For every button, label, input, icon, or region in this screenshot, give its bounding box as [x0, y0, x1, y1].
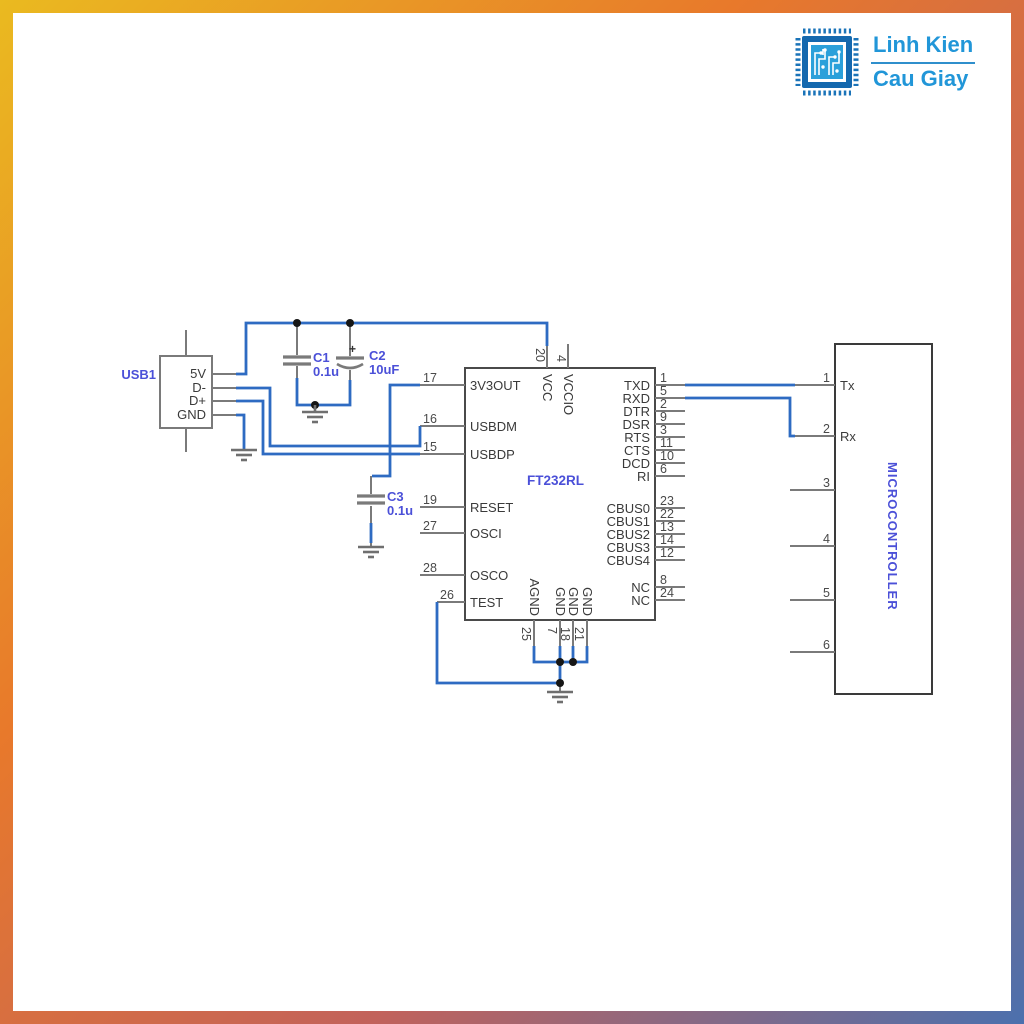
ic-pinnum-18: 18 [558, 627, 572, 641]
usb-ref-label: USB1 [121, 367, 156, 382]
ic-pin-cbus1: CBUS1 [607, 514, 650, 529]
chip-icon [795, 28, 859, 96]
mcu-label: MICROCONTROLLER [885, 462, 900, 611]
ic-pinnum-27: 27 [423, 519, 437, 533]
ic-pinnum-24: 24 [660, 586, 674, 600]
mcu-pinnum-4: 4 [823, 532, 830, 546]
ic-pinnum-13: 13 [660, 520, 674, 534]
ic-pinnum-22: 22 [660, 507, 674, 521]
ic-pinnum-17: 17 [423, 371, 437, 385]
ic-pinnum-20: 20 [533, 348, 547, 362]
ic-pin-usbdp: USBDP [470, 447, 515, 462]
mcu-pinnum-6: 6 [823, 638, 830, 652]
ic-pinnum-6: 6 [660, 462, 667, 476]
c2-polarity: + [349, 342, 356, 356]
ic-pin-test: TEST [470, 595, 503, 610]
wire-rxd [685, 396, 795, 438]
brand-line1: Linh Kien [871, 33, 976, 64]
ic-pin-cbus4: CBUS4 [607, 553, 650, 568]
wire-usbdp [236, 399, 420, 456]
ic-pin-osco: OSCO [470, 568, 508, 583]
ic-pinnum-19: 19 [423, 493, 437, 507]
usb-pin-dminus: D- [192, 380, 206, 395]
ic-pinnum-10: 10 [660, 449, 674, 463]
c1-value: 0.1u [313, 364, 339, 379]
ic-pin-dtr: DTR [623, 404, 650, 419]
mcu-pinnum-3: 3 [823, 476, 830, 490]
ic-pin-ri: RI [637, 469, 650, 484]
ic-pin-nc2: NC [631, 593, 650, 608]
c2-value: 10uF [369, 362, 399, 377]
ic-pin-stubs [420, 344, 685, 692]
ic-pinnum-1: 1 [660, 371, 667, 385]
ic-pin-gnd21: GND [580, 587, 595, 616]
ic-pin-vcc: VCC [540, 374, 555, 401]
wire-usbdm [236, 386, 422, 448]
ic-pinnum-7: 7 [545, 627, 559, 634]
wire-3v3out [372, 383, 420, 478]
wire-cap-gnd [295, 378, 352, 407]
ic-pinnum-28: 28 [423, 561, 437, 575]
ic-pinnum-21: 21 [572, 627, 586, 641]
brand-line2: Cau Giay [873, 65, 969, 91]
ic-pin-rts: RTS [624, 430, 650, 445]
gray-leads [159, 323, 385, 547]
ic-pin-usbdm: USBDM [470, 419, 517, 434]
junction-dots [293, 319, 577, 687]
mcu-pin-tx: Tx [840, 378, 855, 393]
brand-logo: Linh Kien Cau Giay [795, 27, 976, 97]
ic-pin-cbus2: CBUS2 [607, 527, 650, 542]
ic-body [464, 367, 656, 621]
ic-pinnum-16: 16 [423, 412, 437, 426]
usb-pin-gnd: GND [177, 407, 206, 422]
mcu-pinnum-1: 1 [823, 371, 830, 385]
ic-pinnum-25: 25 [519, 627, 533, 641]
ic-pinnum-14: 14 [660, 533, 674, 547]
ic-pin-cts: CTS [624, 443, 650, 458]
ic-pinnum-23: 23 [660, 494, 674, 508]
ic-pinnum-12: 12 [660, 546, 674, 560]
usb-pin-5v: 5V [190, 366, 206, 381]
ic-pin-nc1: NC [631, 580, 650, 595]
ic-pinnum-4: 4 [554, 355, 568, 362]
c2-ref: C2 [369, 348, 386, 363]
ic-pin-3v3out: 3V3OUT [470, 378, 521, 393]
ic-pin-gnd18: GND [566, 587, 581, 616]
wires [236, 321, 795, 685]
brand-name: Linh Kien Cau Giay [871, 33, 976, 91]
ic-pinnum-2: 2 [660, 397, 667, 411]
ic-pinnum-8: 8 [660, 573, 667, 587]
ic-pin-rxd: RXD [623, 391, 650, 406]
c3-value: 0.1u [387, 503, 413, 518]
ic-pin-reset: RESET [470, 500, 513, 515]
wire-vcc [236, 321, 549, 376]
c3-ref: C3 [387, 489, 404, 504]
ic-pinnum-5: 5 [660, 384, 667, 398]
ic-pinnum-11: 11 [660, 436, 673, 450]
c1-ref: C1 [313, 350, 330, 365]
ic-pinnum-9: 9 [660, 410, 667, 424]
ground-symbols [231, 405, 573, 704]
ic-pin-gnd7: GND [553, 587, 568, 616]
wire-test [435, 602, 560, 685]
ic-pin-dcd: DCD [622, 456, 650, 471]
wire-usb-gnd [236, 413, 246, 450]
ic-pin-cbus3: CBUS3 [607, 540, 650, 555]
ic-pin-osci: OSCI [470, 526, 502, 541]
ic-pin-dsr: DSR [623, 417, 650, 432]
mcu-body [834, 343, 933, 695]
ic-pinnum-26: 26 [440, 588, 454, 602]
ic-pinnum-15: 15 [423, 440, 437, 454]
mcu-pinnum-5: 5 [823, 586, 830, 600]
mcu-pinnum-2: 2 [823, 422, 830, 436]
mcu-pin-stubs [790, 384, 835, 653]
ic-ref-label: FT232RL [527, 473, 584, 488]
usb-pin-dplus: D+ [189, 393, 206, 408]
mcu-pin-rx: Rx [840, 429, 856, 444]
ic-pin-agnd: AGND [527, 578, 542, 616]
ic-pinnum-3: 3 [660, 423, 667, 437]
ic-pin-cbus0: CBUS0 [607, 501, 650, 516]
ic-pin-txd: TXD [624, 378, 650, 393]
ic-pin-vccio: VCCIO [561, 374, 576, 415]
